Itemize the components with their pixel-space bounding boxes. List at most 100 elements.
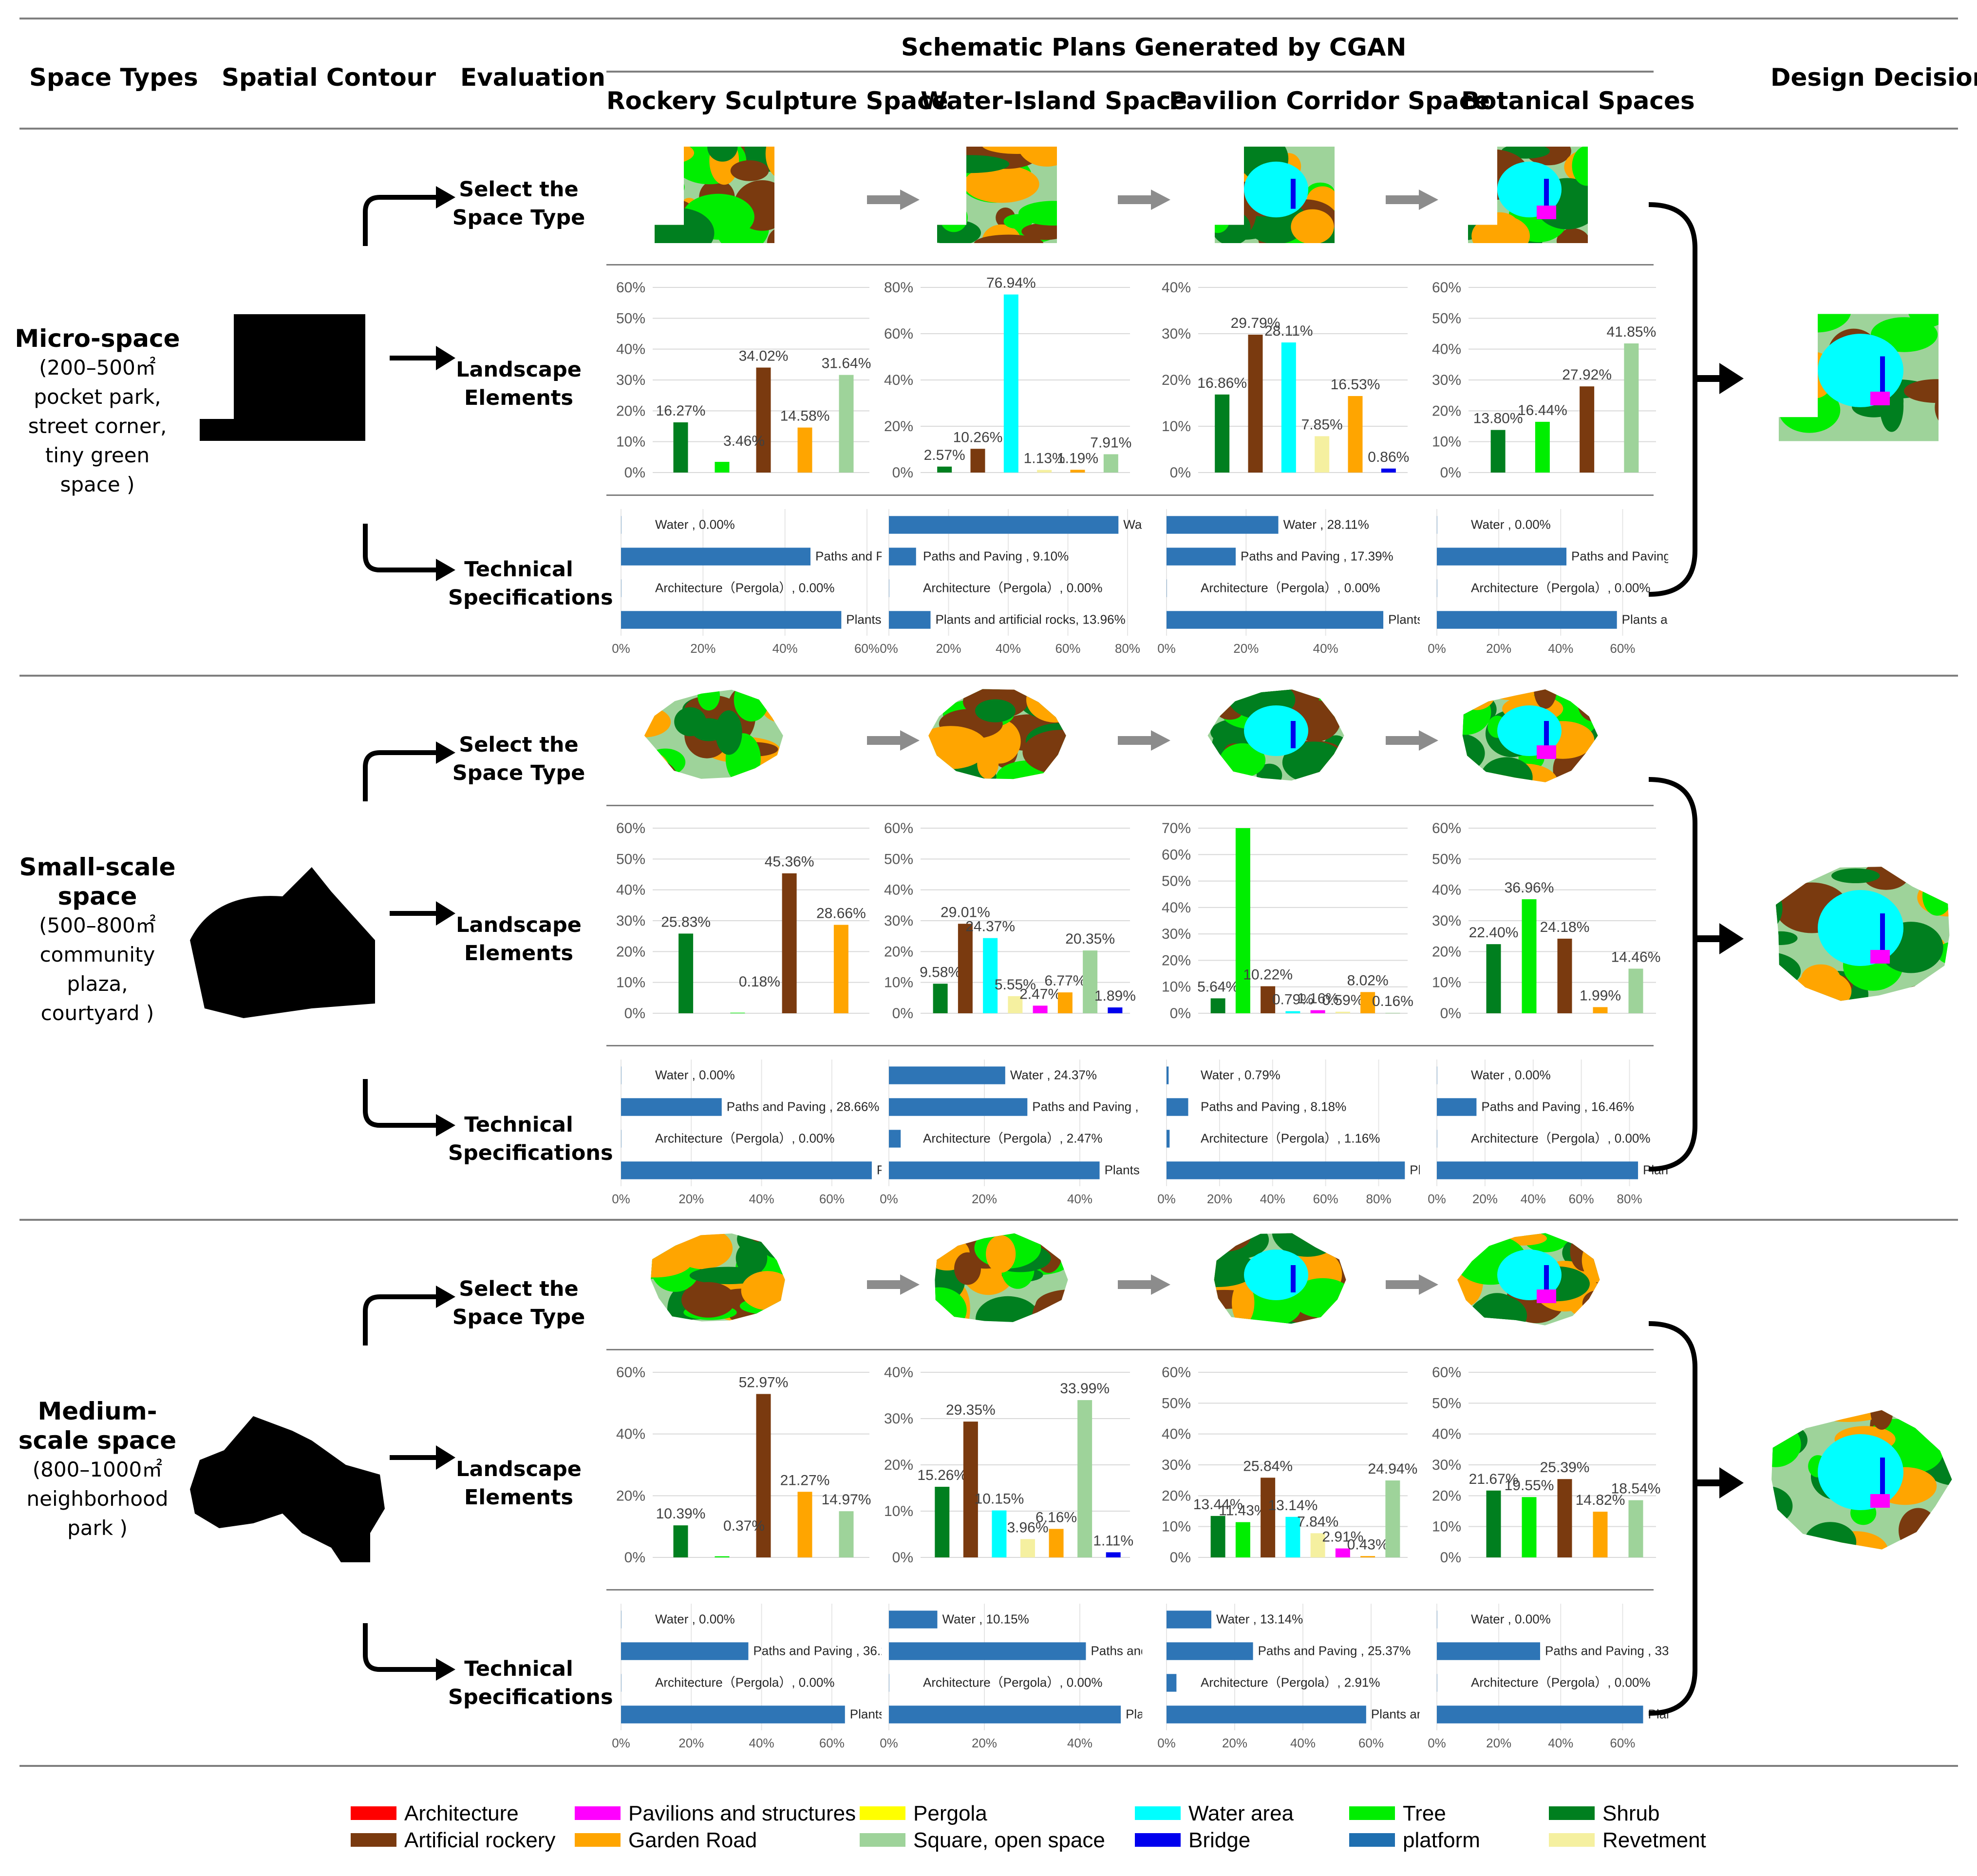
y-tick-label: 60% <box>1432 820 1461 836</box>
eval-label-line: Select the <box>459 733 579 757</box>
panel-divider <box>606 805 1654 806</box>
legend-swatch-rockery <box>351 1833 396 1847</box>
arrow-to-landscape <box>390 901 455 926</box>
bar-square <box>1628 968 1643 1013</box>
y-tick-label: 20% <box>616 1488 645 1504</box>
hbar-label: Water , 24.37% <box>1010 1068 1097 1082</box>
y-tick-label: 60% <box>884 326 913 342</box>
legend-label-rockery: Artificial rockery <box>404 1828 556 1852</box>
space-type-desc-line: street corner, <box>28 414 167 438</box>
x-tick-label: 0% <box>1428 1192 1446 1206</box>
hbar-label: Paths and Paving , 9.10% <box>923 549 1069 564</box>
plan-thumbnail-r0-c0 <box>655 147 774 243</box>
plan-thumbnail-r1-c2 <box>1207 689 1344 781</box>
data-label: 13.14% <box>1268 1497 1318 1514</box>
arrow-to-select <box>363 1286 455 1345</box>
y-tick-label: 10% <box>884 1503 913 1519</box>
y-tick-label: 0% <box>892 465 913 481</box>
data-label: 16.27% <box>656 403 706 419</box>
space-type-title: Micro-space <box>15 324 180 353</box>
y-tick-label: 10% <box>1162 418 1191 435</box>
eval-label-line: Select the <box>459 1277 579 1301</box>
data-label: 3.96% <box>1007 1519 1048 1535</box>
bar-water <box>983 938 998 1013</box>
landscape-chart-r2-c3: 0%10%20%30%40%50%60%21.67%19.55%25.39%14… <box>1432 1364 1660 1566</box>
x-tick-label: 80% <box>1115 641 1140 656</box>
data-label: 11.43% <box>1219 1503 1267 1519</box>
decision-bracket <box>1648 202 1744 597</box>
x-tick-label: 0% <box>880 1192 898 1206</box>
bar-shrub <box>1490 430 1506 473</box>
data-label: 52.97% <box>739 1375 789 1391</box>
bar-tree <box>715 462 730 473</box>
data-label: 14.46% <box>1611 949 1661 965</box>
hbar-label: Plants and artificial rocks, 13.96% <box>936 612 1126 627</box>
data-label: 25.84% <box>1243 1458 1293 1474</box>
eval-label-line: Technical <box>464 1657 573 1681</box>
data-label: 6.16% <box>1036 1509 1077 1525</box>
data-label: 41.85% <box>1607 324 1657 340</box>
y-tick-label: 60% <box>616 1364 645 1381</box>
space-type-desc-line: space ) <box>60 473 135 496</box>
data-label: 0.43% <box>1347 1536 1389 1553</box>
bar-revetment <box>1335 1011 1350 1013</box>
data-label: 16.86% <box>1197 375 1247 391</box>
technical-chart-r2-c3: 0%20%40%60%Water , 0.00%Paths and Paving… <box>1428 1604 1668 1750</box>
flow-arrow <box>1386 189 1438 210</box>
bar-revetment <box>1020 1539 1035 1557</box>
data-label: 6.77% <box>1044 973 1086 989</box>
y-tick-label: 30% <box>884 913 913 929</box>
y-tick-label: 10% <box>1162 1519 1191 1535</box>
x-tick-label: 60% <box>854 641 880 656</box>
legend-swatch-architecture <box>351 1806 396 1820</box>
hbar <box>1437 1161 1638 1179</box>
plan-thumbnail-r2-c0 <box>651 1233 785 1322</box>
eval-label-line: Technical <box>464 557 573 582</box>
y-tick-label: 30% <box>1162 326 1191 342</box>
data-label: 36.96% <box>1505 880 1554 896</box>
hbar-label: Plants and artificial rocks, 53.74% <box>846 612 882 627</box>
data-label: 1.16% <box>1297 991 1338 1007</box>
x-tick-label: 20% <box>678 1736 704 1750</box>
data-label: 1.99% <box>1580 987 1621 1004</box>
space-type-desc-line: neighborhood <box>26 1487 169 1511</box>
x-tick-label: 0% <box>1428 641 1446 656</box>
technical-chart-r2-c1: 0%20%40%Water , 10.15%Paths and Paving ,… <box>880 1604 1142 1750</box>
legend-label-pergola: Pergola <box>913 1801 987 1825</box>
flow-arrow <box>1118 730 1170 751</box>
y-tick-label: 60% <box>616 820 645 836</box>
header-evaluation: Evaluation <box>460 63 605 92</box>
data-label: 10.26% <box>953 429 1003 445</box>
y-tick-label: 10% <box>1432 434 1461 450</box>
y-tick-label: 20% <box>884 944 913 960</box>
eval-label-line: Space Type <box>452 761 585 785</box>
panel-divider <box>606 1045 1654 1046</box>
x-tick-label: 40% <box>1521 1192 1546 1206</box>
hbar-label: Water , 10.15% <box>942 1612 1029 1627</box>
y-tick-label: 40% <box>616 341 645 358</box>
plan-thumbnail-r2-c3 <box>1457 1233 1600 1326</box>
bar-road <box>1348 396 1363 473</box>
y-tick-label: 30% <box>616 913 645 929</box>
y-tick-label: 50% <box>616 851 645 867</box>
y-tick-label: 40% <box>616 882 645 898</box>
hbar-label: Architecture（Pergola）, 0.00% <box>1471 1131 1651 1146</box>
x-tick-label: 60% <box>1610 1736 1635 1750</box>
hbar <box>889 1130 901 1148</box>
space-type-desc-line: (800–1000㎡ <box>32 1458 163 1481</box>
data-label: 14.97% <box>822 1492 871 1508</box>
technical-chart-r2-c0: 0%20%40%60%Water , 0.00%Paths and Paving… <box>612 1604 882 1750</box>
hbar-label: Plants and artificial rocks, 54.50% <box>1388 612 1420 627</box>
landscape-chart-r2-c1: 0%10%20%30%40%15.26%29.35%10.15%3.96%6.1… <box>884 1364 1133 1566</box>
bar-bridge <box>1381 468 1396 473</box>
hbar-label: Architecture（Pergola）, 1.16% <box>1201 1131 1380 1146</box>
y-tick-label: 0% <box>1170 1550 1191 1566</box>
hbar-label: Plants and artificial rocks, 71.37% <box>877 1163 882 1177</box>
x-tick-label: 0% <box>880 1736 898 1750</box>
column-header-botanical: Botanical Spaces <box>1461 87 1695 115</box>
landscape-chart-r2-c2: 0%10%20%30%40%50%60%13.44%11.43%25.84%13… <box>1162 1364 1417 1566</box>
